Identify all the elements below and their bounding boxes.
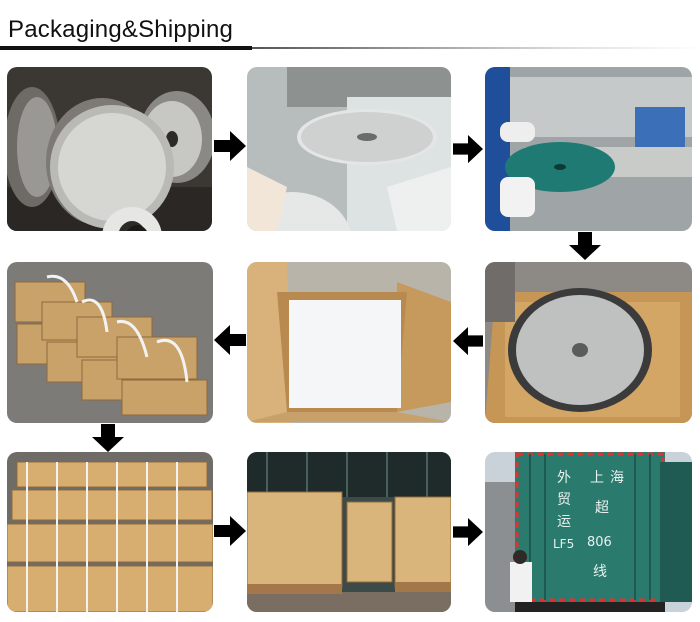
arrow-right-icon <box>214 516 246 546</box>
truck-code: LF5 <box>553 537 574 551</box>
truck-char-2: 贸 <box>557 492 571 508</box>
truck-char-3: 运 <box>557 514 571 530</box>
arrow-right-icon <box>453 134 483 164</box>
arrow-right-icon <box>214 131 246 161</box>
truck-char-1: 外 <box>557 470 571 486</box>
arrow-down-icon <box>569 232 601 260</box>
photo-container-truck: 外 贸 运 LF5 上 海 超 806 线 <box>485 452 692 612</box>
truck-number: 806 <box>587 535 612 550</box>
arrow-left-icon <box>453 326 483 356</box>
photo-blade-wrapping <box>247 67 451 231</box>
photo-blade-in-box <box>485 262 692 423</box>
truck-char-7: 线 <box>593 564 607 580</box>
truck-char-6: 超 <box>595 500 609 516</box>
photo-carton-rows <box>7 452 213 612</box>
photo-stacked-cartons <box>7 262 213 423</box>
title-underline <box>0 46 252 50</box>
truck-char-5: 海 <box>610 470 624 486</box>
arrow-down-icon <box>92 424 124 452</box>
photo-carton-open <box>247 262 451 423</box>
photo-blade-laser-marking <box>485 67 692 231</box>
title-divider <box>252 47 700 49</box>
page-title: Packaging&Shipping <box>8 16 234 43</box>
truck-char-4: 上 <box>590 470 604 486</box>
arrow-right-icon <box>453 517 483 547</box>
photo-pallets-warehouse <box>247 452 451 612</box>
photo-blade-rolls <box>7 67 212 231</box>
arrow-left-icon <box>214 325 246 355</box>
